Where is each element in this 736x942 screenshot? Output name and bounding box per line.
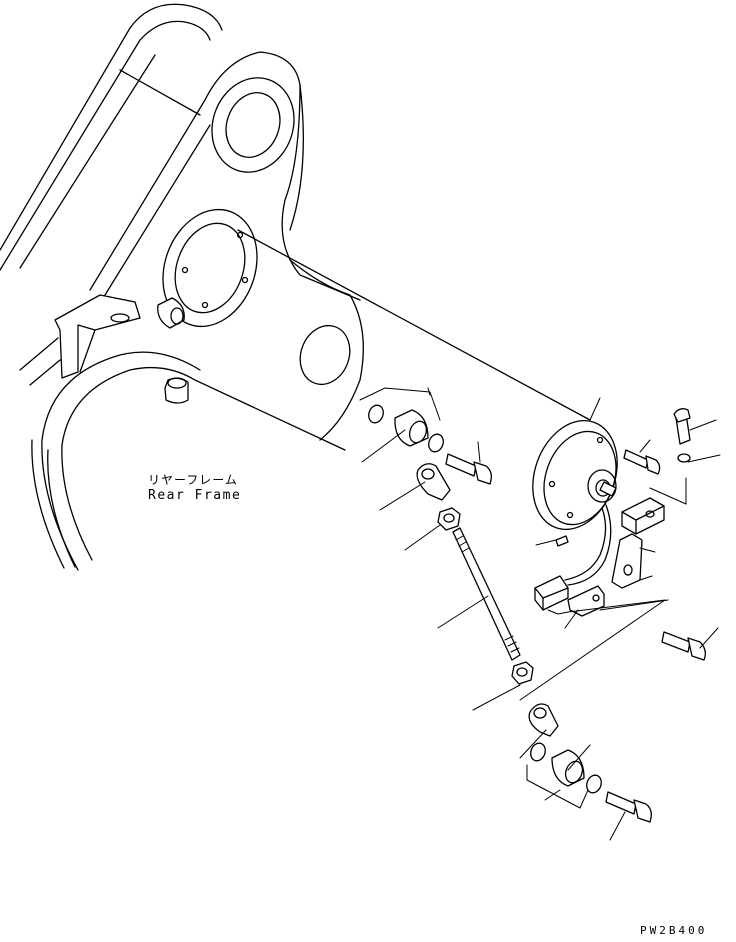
nut-lower <box>511 661 534 685</box>
sensor-cable <box>534 504 612 611</box>
cable-clip <box>555 535 569 547</box>
nut-upper <box>437 507 461 531</box>
leader-lines <box>361 387 721 841</box>
bushing-group-lower <box>526 742 602 809</box>
mounting-bracket <box>19 294 141 386</box>
rear-frame-lower-ring <box>31 351 346 571</box>
threaded-rod <box>452 527 521 661</box>
rear-frame-upper-arm <box>0 3 364 441</box>
bolt-lower <box>605 791 652 823</box>
rear-frame-label-en: Rear Frame <box>148 488 242 503</box>
bolt-far-right <box>649 408 691 505</box>
assembly-bracket-line <box>519 599 669 701</box>
bolt-sensor-top <box>623 449 661 475</box>
angle-sensor <box>532 419 618 531</box>
bushing-group-upper <box>359 387 444 453</box>
flange-ring <box>162 208 591 421</box>
sensor-bracket <box>567 497 665 617</box>
bolt-upper <box>445 453 492 485</box>
collar-left <box>157 297 189 404</box>
ball-joint-lower <box>528 703 559 737</box>
bolt-lower-right <box>661 631 706 661</box>
ball-joint-upper <box>416 463 451 501</box>
drawing-code: PW2B400 <box>640 924 708 937</box>
rear-frame-label-jp: リヤーフレーム <box>148 473 238 487</box>
